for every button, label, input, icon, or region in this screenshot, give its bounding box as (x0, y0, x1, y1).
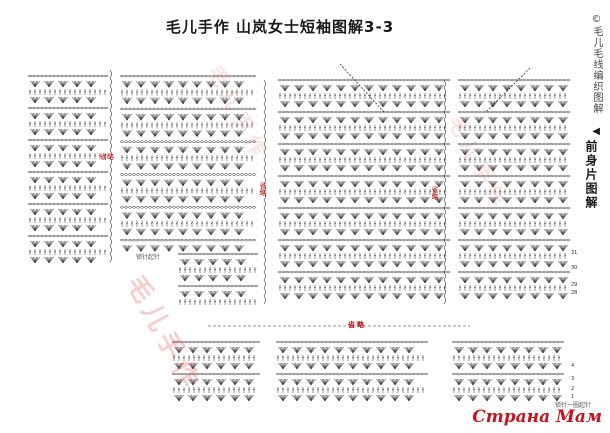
break-line-3 (443, 79, 446, 305)
start-chain-bottom-note: 锁针一圈起针 (555, 402, 592, 409)
row-number-30: 30 (571, 265, 578, 271)
chart-block-center (278, 78, 450, 300)
row-number-28: 28 (571, 290, 578, 296)
row-number-2: 2 (571, 386, 575, 392)
chart-block-lower-left (178, 252, 258, 305)
break-line-1 (109, 69, 112, 263)
chart-block-left (120, 74, 256, 252)
omit-label-3: 省略 (431, 186, 439, 200)
chart-block-bottom-right (452, 340, 564, 402)
row-number-29: 29 (571, 282, 578, 288)
chart-block-right (458, 78, 570, 300)
neck-slope-left (339, 63, 385, 113)
chart-block-bottom-center (276, 340, 428, 402)
row-number-3: 3 (571, 376, 575, 382)
chart-block-left-edge (28, 74, 108, 264)
row-number-4: 4 (571, 363, 575, 369)
row-number-1: 1 (571, 394, 575, 400)
start-chain-note: 锁针起针 (136, 254, 161, 261)
row-number-31: 31 (571, 250, 578, 256)
break-line-2 (263, 79, 266, 305)
omit-label-1: 省略 (100, 153, 114, 161)
omit-label-2: 省略 (259, 182, 267, 196)
omit-label-wide: 省略 (348, 321, 366, 329)
brand-label: ©毛儿毛线编织图解 (591, 14, 602, 114)
side-marker-icon: ◀ (592, 126, 600, 137)
chart-block-bottom-left (172, 340, 260, 402)
front-panel-label: 前身片图解 (584, 140, 598, 210)
page-title: 毛儿手作 山岚女士短袖图解3-3 (165, 18, 395, 36)
watermark-site-logo: Страна Мам (472, 407, 602, 427)
